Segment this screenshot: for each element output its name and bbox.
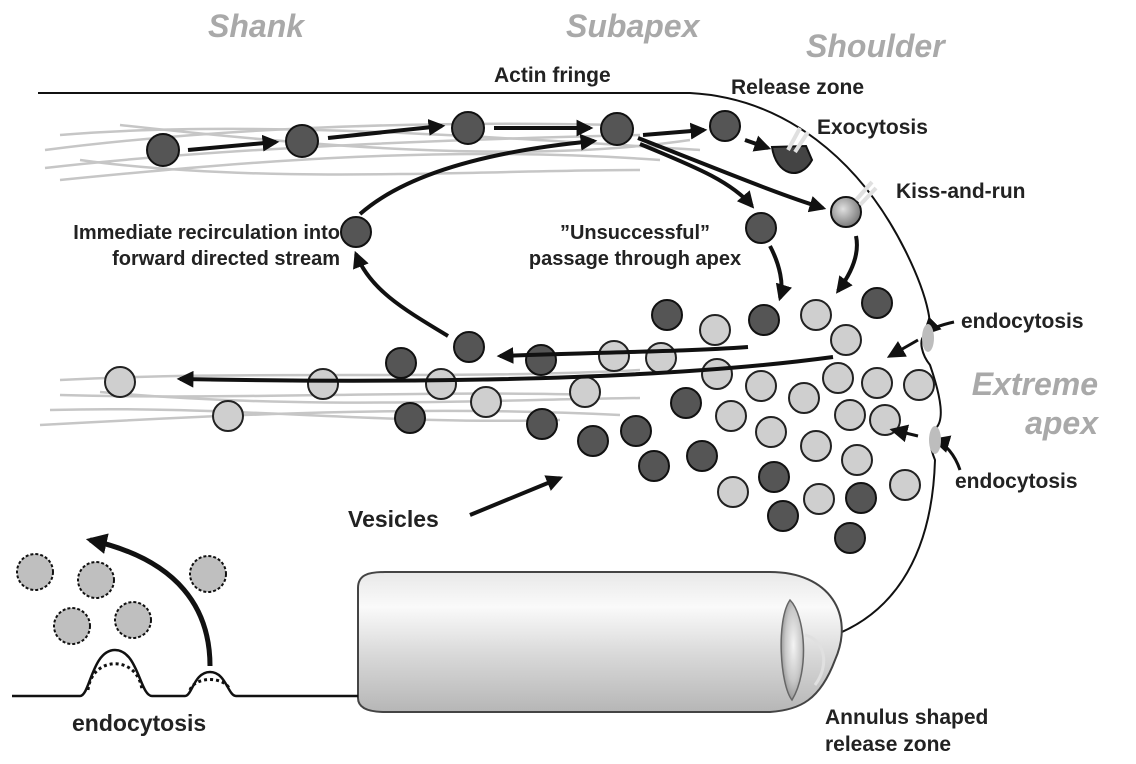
exocytosis-vesicle <box>772 128 812 173</box>
annulus-cylinder <box>358 572 842 712</box>
plasma-membrane <box>12 650 358 696</box>
label-recirculation-line2: forward directed stream <box>0 248 340 271</box>
label-endocytosis-upper: endocytosis <box>961 310 1084 334</box>
label-unsuccessful-line1: ”Unsuccessful” <box>500 222 770 245</box>
tube-outline <box>38 93 941 640</box>
label-release-zone: Release zone <box>731 76 864 100</box>
light-vesicles <box>105 300 934 514</box>
label-annulus-line1: Annulus shaped <box>825 706 988 730</box>
region-extreme: Extreme <box>958 366 1098 403</box>
vesicles-arrow <box>470 478 560 515</box>
region-shank: Shank <box>208 8 304 45</box>
label-kiss-and-run: Kiss-and-run <box>896 180 1026 204</box>
label-unsuccessful-line2: passage through apex <box>500 248 770 271</box>
endocytosis-left-arrow <box>90 540 210 666</box>
dark-vesicles <box>147 111 892 553</box>
label-vesicles: Vesicles <box>348 506 439 533</box>
label-actin-fringe: Actin fringe <box>494 64 611 88</box>
label-annulus-line2: release zone <box>825 733 951 757</box>
coated-vesicles <box>17 554 226 644</box>
region-shoulder: Shoulder <box>806 28 945 65</box>
coated-pits <box>88 664 230 690</box>
label-recirculation-line1: Immediate recirculation into <box>0 222 340 245</box>
label-endocytosis-left: endocytosis <box>72 710 206 737</box>
label-exocytosis: Exocytosis <box>817 116 928 140</box>
region-subapex: Subapex <box>566 8 699 45</box>
kiss-and-run-vesicle <box>831 182 876 227</box>
region-apex: apex <box>958 405 1098 442</box>
label-endocytosis-lower: endocytosis <box>955 470 1078 494</box>
apex-entry-arrows <box>638 138 857 298</box>
